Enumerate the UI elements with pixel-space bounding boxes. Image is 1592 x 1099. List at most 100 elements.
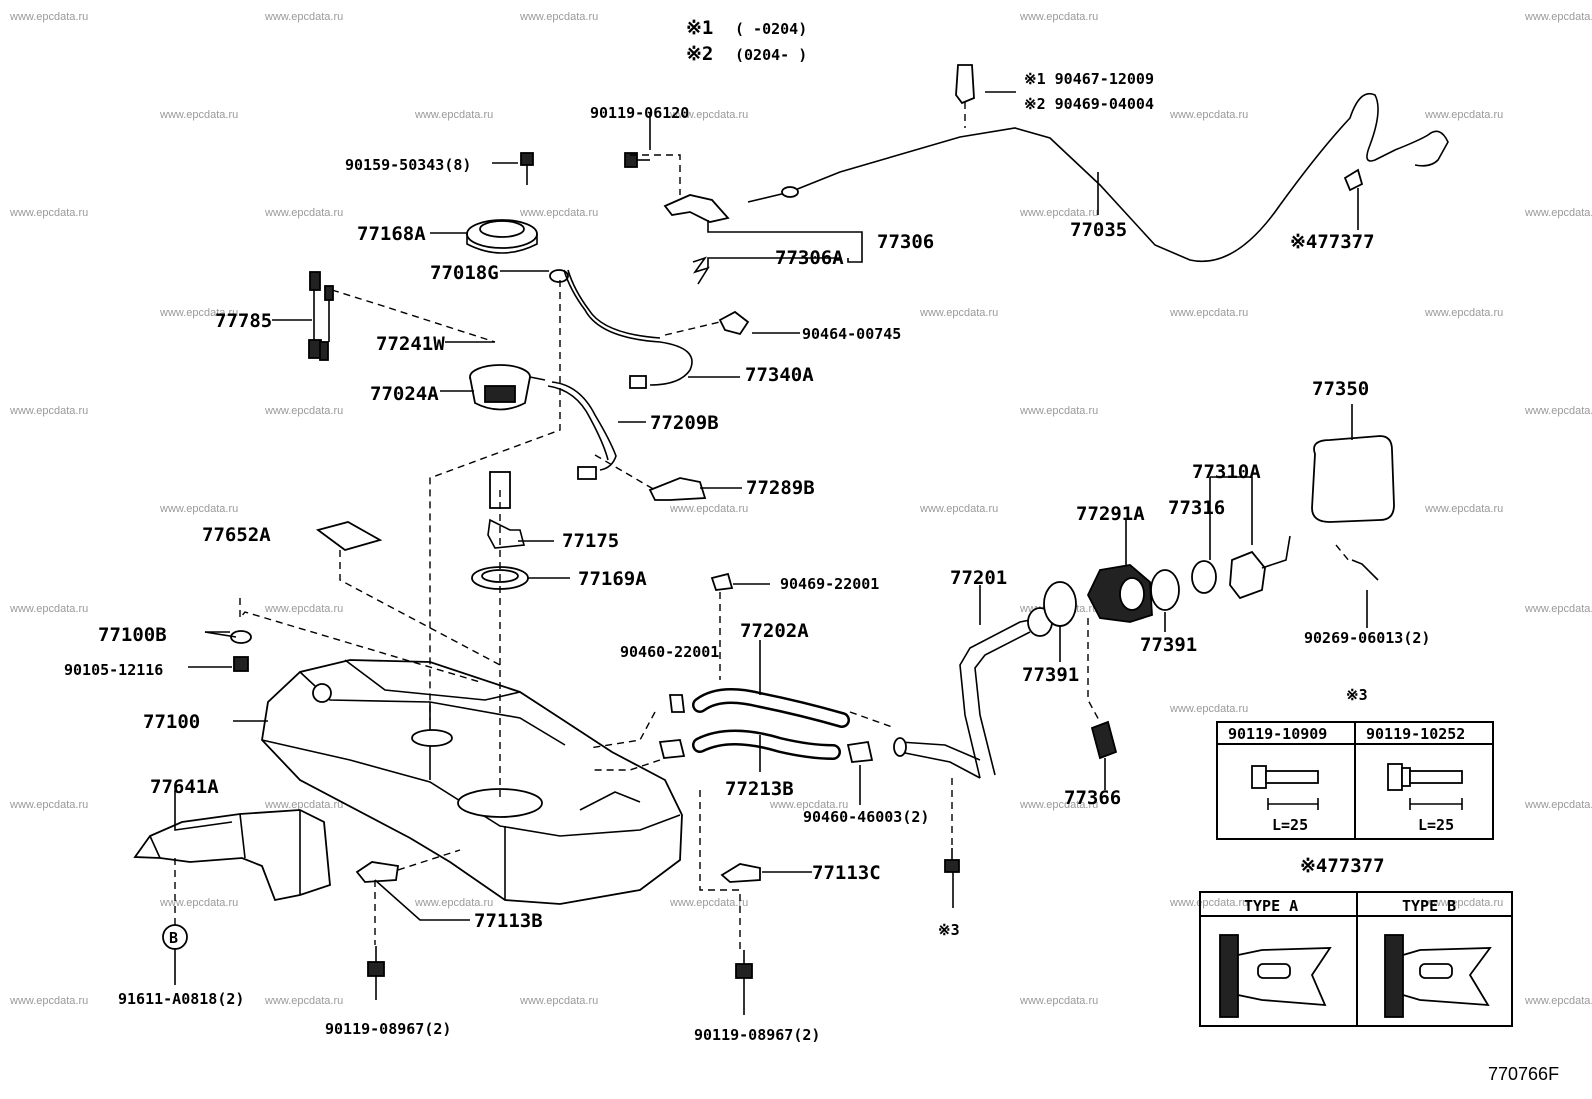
- watermark: www.epcdata.ru: [519, 11, 598, 23]
- part-label-77306[interactable]: 77306: [877, 231, 934, 253]
- part-label-77213B[interactable]: 77213B: [725, 778, 794, 800]
- part-label-90119-06120[interactable]: 90119-06120: [590, 104, 689, 122]
- watermark: www.epcdata.ru: [669, 897, 748, 909]
- cap-gasket-drawing[interactable]: [1191, 560, 1217, 594]
- part-label-77291A[interactable]: 77291A: [1076, 503, 1145, 525]
- bolt-drawing[interactable]: [944, 848, 960, 873]
- table-3-length-2: L=25: [1418, 816, 1454, 834]
- watermark: www.epcdata.ru: [519, 207, 598, 219]
- part-label-77202A[interactable]: 77202A: [740, 620, 809, 642]
- filler-spring-drawing[interactable]: [1090, 720, 1118, 760]
- part-label-77168A[interactable]: 77168A: [357, 223, 426, 245]
- fuel-tank-drawing[interactable]: [261, 659, 683, 905]
- watermark: www.epcdata.ru: [414, 897, 493, 909]
- filler-cap-drawing[interactable]: [1229, 535, 1291, 600]
- bolt-drawing[interactable]: [233, 656, 249, 672]
- tank-bracket-drawing[interactable]: [720, 863, 761, 883]
- part-label-77024A[interactable]: 77024A: [370, 383, 439, 405]
- part-label-77209B[interactable]: 77209B: [650, 412, 719, 434]
- hose-clamp-drawing[interactable]: [668, 694, 686, 713]
- filler-gasket-drawing[interactable]: [1043, 581, 1077, 627]
- wire-harness-drawing[interactable]: [563, 269, 693, 389]
- sender-wire-drawing[interactable]: [547, 381, 617, 480]
- filler-gasket-drawing[interactable]: [1150, 569, 1180, 611]
- fuel-hose-drawing[interactable]: [692, 729, 841, 760]
- part-label-77100[interactable]: 77100: [143, 711, 200, 733]
- part-label-77785[interactable]: 77785: [215, 310, 272, 332]
- filler-pipe-drawing[interactable]: [893, 607, 1053, 779]
- part-label-90460-46003[interactable]: 90460-46003(2): [803, 808, 929, 826]
- watermark: www.epcdata.ru: [9, 603, 88, 615]
- gasket-drawing[interactable]: [549, 269, 569, 283]
- watermark: www.epcdata.ru: [1169, 897, 1248, 909]
- retainer-ring-drawing[interactable]: [466, 219, 538, 254]
- breather-hose-drawing[interactable]: [692, 688, 850, 728]
- part-label-77310A[interactable]: 77310A: [1192, 461, 1261, 483]
- part-label-77169A[interactable]: 77169A: [578, 568, 647, 590]
- bolt-drawing[interactable]: [735, 950, 753, 979]
- diagram-id: 770766F: [1488, 1064, 1559, 1084]
- hose-clamp-drawing[interactable]: [846, 740, 874, 763]
- filler-housing-drawing[interactable]: [1086, 564, 1153, 623]
- bracket-drawing[interactable]: [648, 477, 707, 501]
- part-label-77289B[interactable]: 77289B: [746, 477, 815, 499]
- bolt-circle-b-icon[interactable]: B: [162, 924, 188, 950]
- part-label-77100B[interactable]: 77100B: [98, 624, 167, 646]
- leader-lines: [174, 91, 1368, 1015]
- watermark: www.epcdata.ru: [1019, 995, 1098, 1007]
- part-label-77241W[interactable]: 77241W: [376, 333, 445, 355]
- part-label-90467-12009[interactable]: ※1 90467-12009: [1024, 70, 1154, 88]
- bolt-drawing[interactable]: [520, 152, 534, 185]
- watermark: www.epcdata.ru: [1524, 11, 1592, 23]
- part-label-90460-22001[interactable]: 90460-22001: [620, 643, 719, 661]
- cable-clip-drawing[interactable]: [955, 64, 975, 105]
- screw-drawing[interactable]: [1351, 559, 1379, 581]
- part-label-90269-06013[interactable]: 90269-06013(2): [1304, 629, 1430, 647]
- part-label-77306A[interactable]: 77306A: [775, 247, 844, 269]
- part-label-77366[interactable]: 77366: [1064, 787, 1121, 809]
- part-label-77035[interactable]: 77035: [1070, 219, 1127, 241]
- fuel-sender-drawing[interactable]: [469, 364, 546, 411]
- watermark: www.epcdata.ru: [9, 11, 88, 23]
- part-label-77391[interactable]: 77391: [1140, 634, 1197, 656]
- part-label-90119-08967[interactable]: 90119-08967(2): [694, 1026, 820, 1044]
- part-label-90469-22001[interactable]: 90469-22001: [780, 575, 879, 593]
- tank-protector-drawing[interactable]: [133, 809, 331, 902]
- table-3-col1: 90119-10909: [1228, 725, 1327, 743]
- part-label-90119-08967[interactable]: 90119-08967(2): [325, 1020, 451, 1038]
- bolt-drawing[interactable]: [367, 946, 385, 977]
- hose-clamp-drawing[interactable]: [710, 572, 734, 591]
- part-label-77113C[interactable]: 77113C: [812, 862, 881, 884]
- insulator-pad-drawing[interactable]: [315, 521, 383, 551]
- clip-types-table: ※477377 TYPE A TYPE B: [1199, 855, 1513, 1027]
- part-label-77641A[interactable]: 77641A: [150, 776, 219, 798]
- part-label-77652A[interactable]: 77652A: [202, 524, 271, 546]
- watermark: www.epcdata.ru: [1169, 307, 1248, 319]
- fuel-door-drawing[interactable]: [1311, 435, 1395, 523]
- watermark: www.epcdata.ru: [159, 307, 238, 319]
- part-label-77113B[interactable]: 77113B: [474, 910, 543, 932]
- part-label-77175[interactable]: 77175: [562, 530, 619, 552]
- part-label-77316[interactable]: 77316: [1168, 497, 1225, 519]
- gauge-sensor-drawing[interactable]: [308, 271, 334, 361]
- part-label-477377[interactable]: ※477377: [1290, 231, 1375, 253]
- part-label-77391[interactable]: 77391: [1022, 664, 1079, 686]
- part-label-77340A[interactable]: 77340A: [745, 364, 814, 386]
- table-477377-title: ※477377: [1300, 855, 1385, 877]
- part-label-90469-04004[interactable]: ※2 90469-04004: [1024, 95, 1154, 113]
- legend-mark-1: ※1: [686, 17, 713, 39]
- part-label-90159-50343[interactable]: 90159-50343(8): [345, 156, 471, 174]
- table-3-length-1: L=25: [1272, 816, 1308, 834]
- tank-bracket-drawing[interactable]: [355, 861, 400, 883]
- part-label-90105-12116[interactable]: 90105-12116: [64, 661, 163, 679]
- fuel-pump-drawing[interactable]: [487, 471, 526, 549]
- release-cable-drawing[interactable]: [747, 93, 1449, 262]
- hose-clamp-drawing[interactable]: [658, 739, 686, 759]
- part-label-77018G[interactable]: 77018G: [430, 262, 499, 284]
- clamp-drawing[interactable]: [718, 310, 750, 336]
- part-label-91611-A0818[interactable]: 91611-A0818(2): [118, 990, 244, 1008]
- part-label-77350[interactable]: 77350: [1312, 378, 1369, 400]
- part-label-77201[interactable]: 77201: [950, 567, 1007, 589]
- release-lever-drawing[interactable]: [624, 152, 730, 285]
- part-label-90464-00745[interactable]: 90464-00745: [802, 325, 901, 343]
